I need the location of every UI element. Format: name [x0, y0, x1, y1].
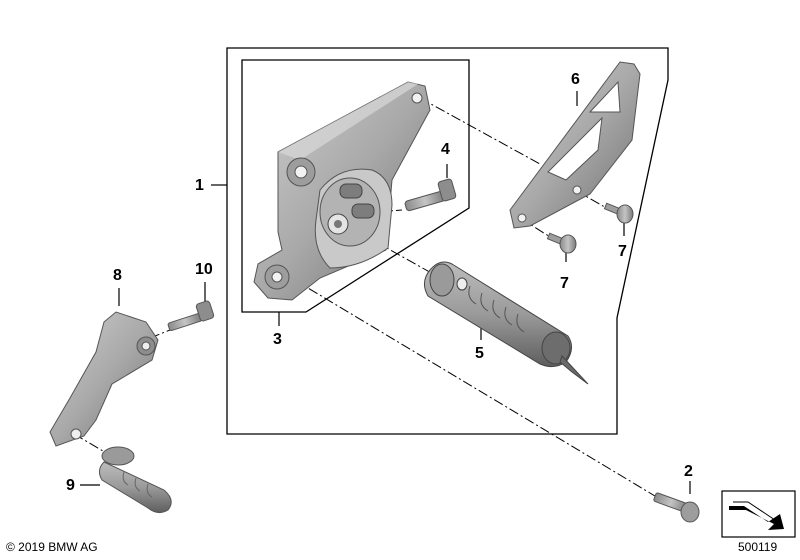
leader-lines [80, 91, 691, 494]
bracket-housing-part [253, 81, 431, 301]
bolt-part-2 [653, 492, 700, 523]
screw-part-7b [603, 202, 634, 224]
bolt-part-10 [167, 300, 215, 332]
assembly-frame-1 [226, 47, 669, 435]
callout-10: 10 [195, 261, 213, 278]
peg-part-9 [98, 446, 172, 514]
heel-plate-part-6 [509, 61, 641, 229]
subassembly-frame-3 [241, 59, 470, 313]
callout-3: 3 [273, 331, 282, 348]
diagram-number: 500119 [738, 540, 778, 554]
callout-8: 8 [113, 267, 122, 284]
callout-6: 6 [571, 71, 580, 88]
callout-9: 9 [66, 477, 75, 494]
callout-2: 2 [684, 463, 693, 480]
callout-7-left: 7 [560, 275, 569, 292]
callout-4: 4 [441, 141, 450, 158]
bracket-part-8 [49, 311, 159, 447]
copyright-text: © 2019 BMW AG [6, 540, 98, 554]
footpeg-part-5 [424, 261, 589, 385]
screw-part-7a [546, 232, 577, 254]
bent-arrow-icon[interactable] [721, 490, 796, 538]
callout-7-right: 7 [618, 243, 627, 260]
callout-1: 1 [195, 177, 204, 194]
callout-5: 5 [475, 345, 484, 362]
bolt-part-4 [404, 178, 457, 212]
